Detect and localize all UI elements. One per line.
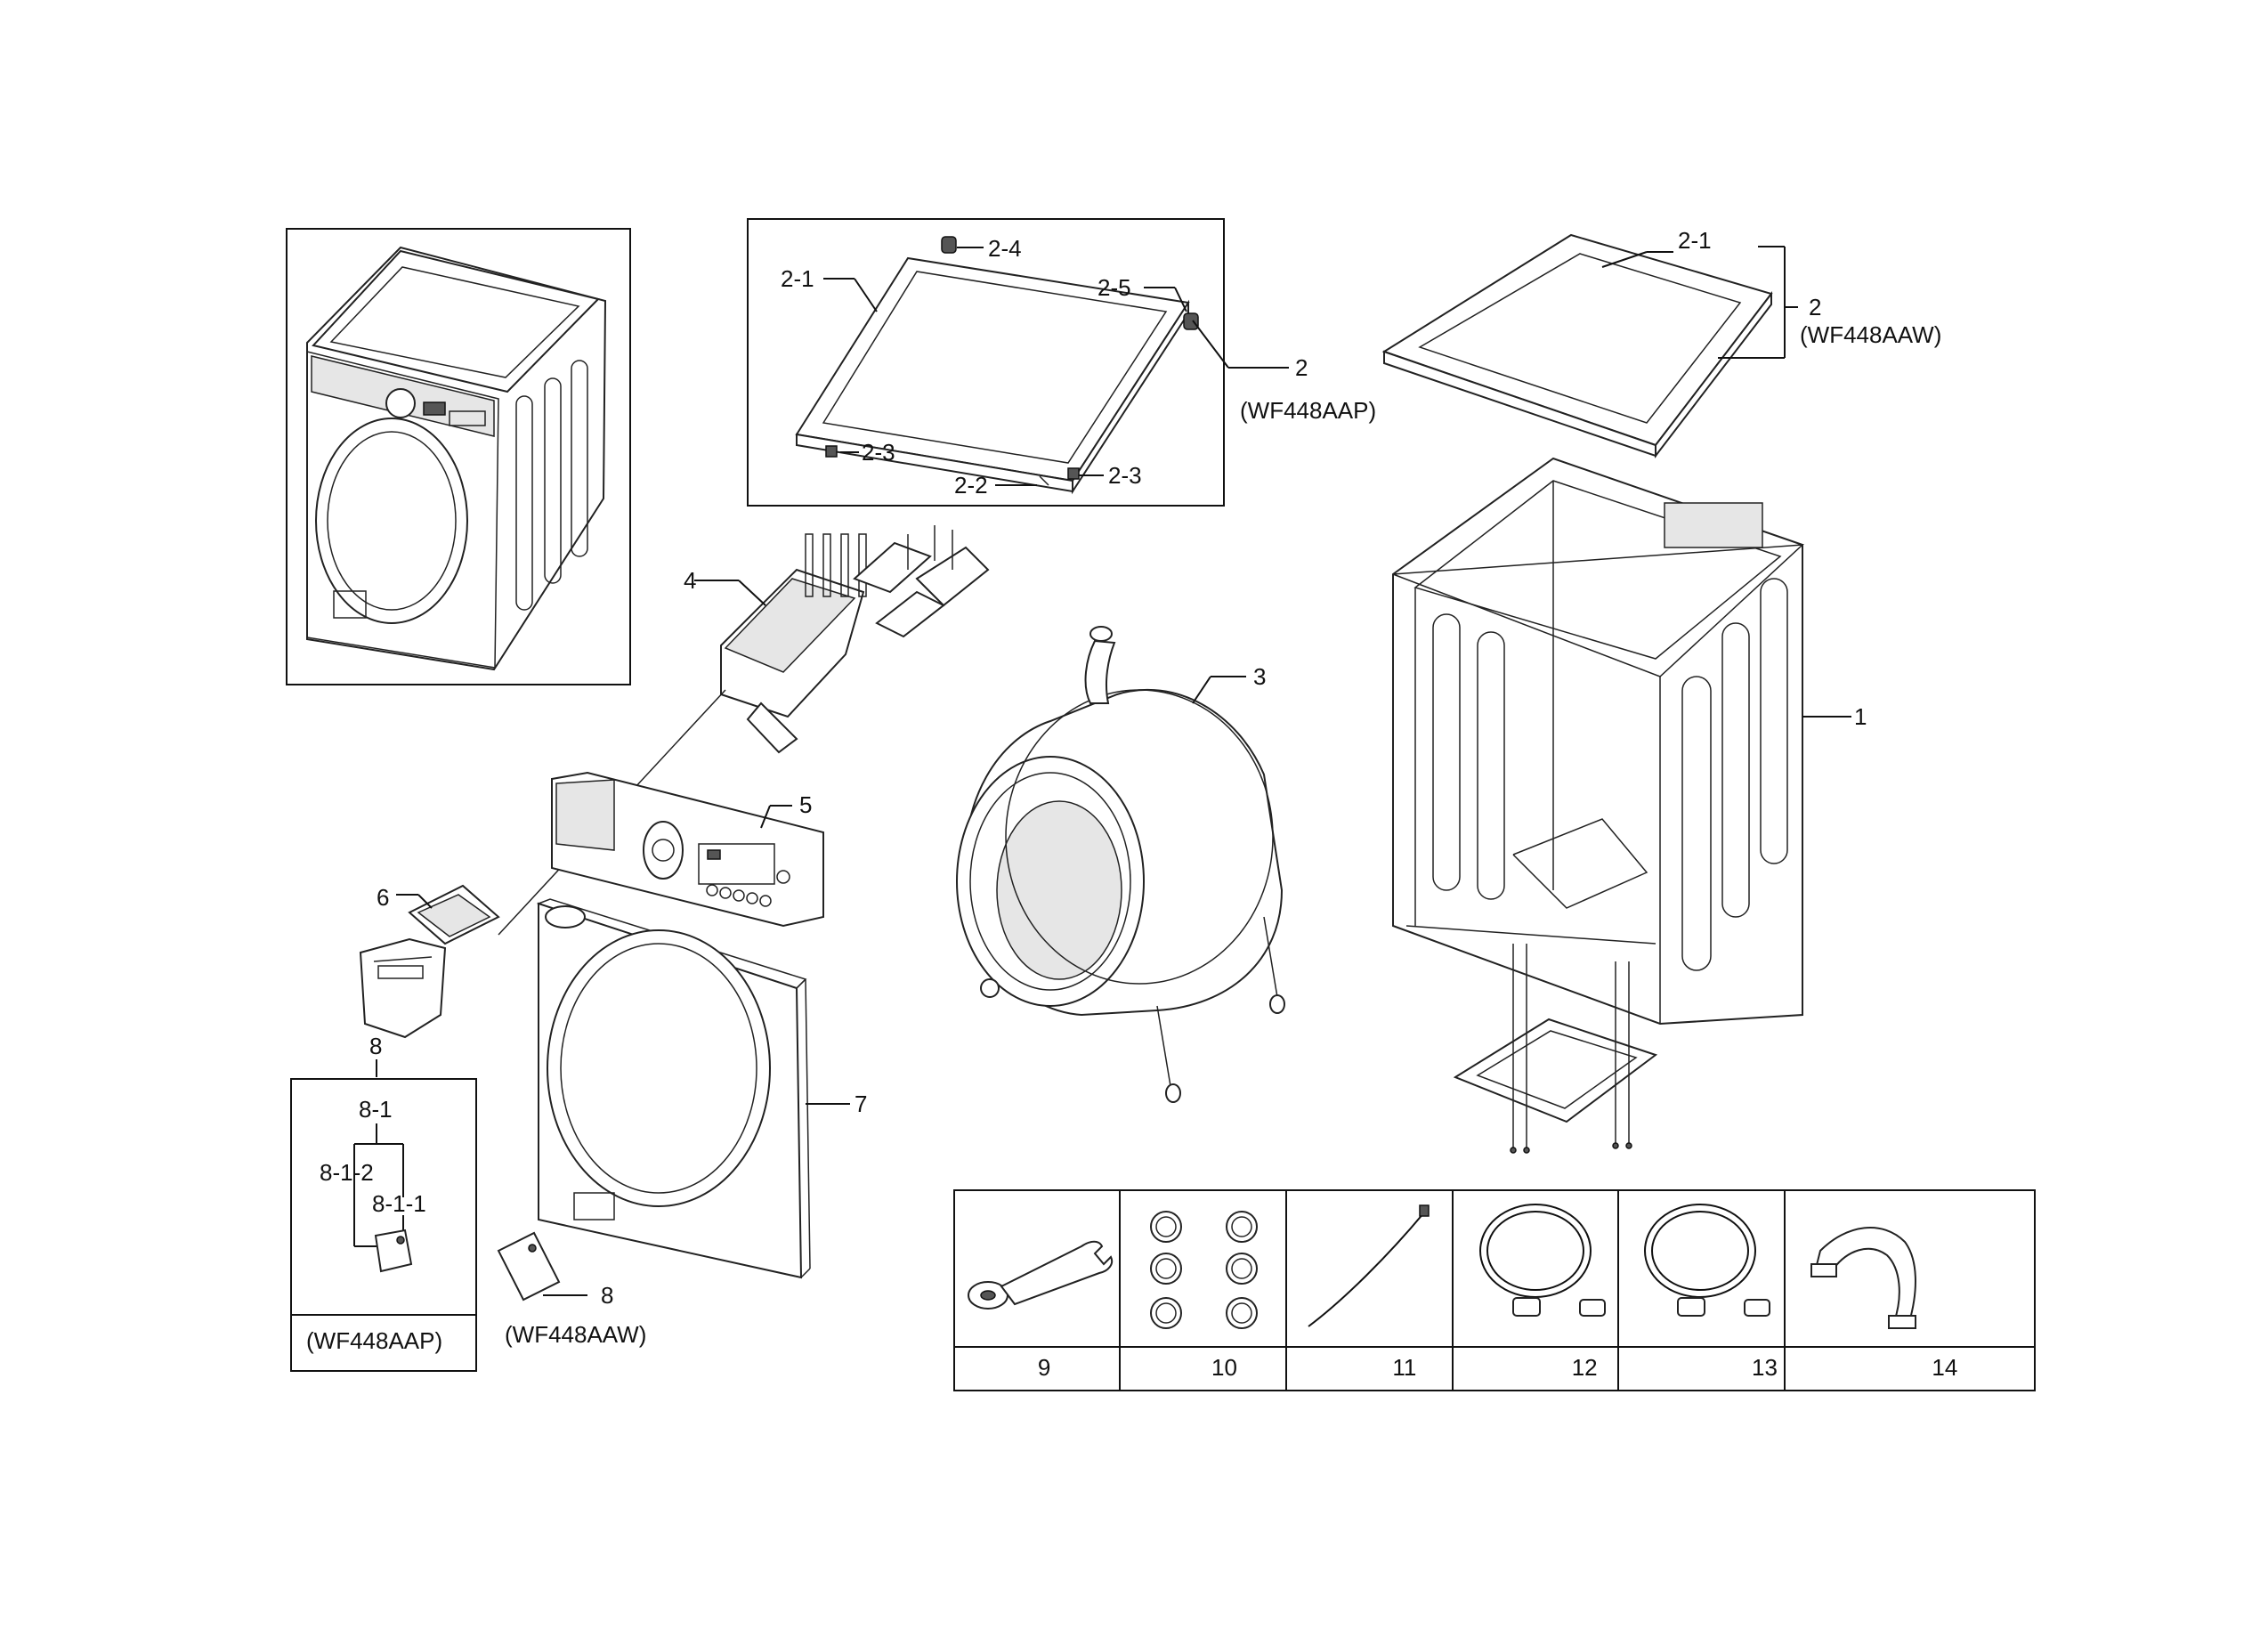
screw-2-3b [1067, 467, 1080, 480]
label-model-aaw-top: (WF448AAW) [1800, 321, 1941, 348]
label-4: 4 [684, 567, 696, 594]
hose-bracket-icon [1810, 1227, 1916, 1329]
label-3: 3 [1253, 663, 1266, 690]
accessory-number-10: 10 [1211, 1354, 1237, 1381]
callout-labels: 2-4 2-1 2-5 2 (WF448AAP) 2-3 2-2 2-3 2-1… [306, 227, 1941, 1354]
label-2-5: 2-5 [1098, 274, 1131, 301]
wrench-icon [968, 1240, 1114, 1310]
door-cover-aaw [497, 1231, 587, 1302]
door-cover-aap-panel [290, 1059, 477, 1372]
tie-icon [1308, 1204, 1430, 1327]
label-8-1-1: 8-1-1 [372, 1190, 426, 1217]
tub-assembly [956, 626, 1285, 1103]
hose-icon-13 [1644, 1204, 1770, 1317]
accessory-numbers: 9 10 11 12 13 14 [1038, 1354, 1957, 1381]
label-8-1-2: 8-1-2 [320, 1159, 374, 1186]
control-panel [551, 771, 824, 928]
accessory-number-11: 11 [1392, 1354, 1416, 1381]
label-2-4: 2-4 [988, 235, 1022, 262]
label-1: 1 [1854, 703, 1867, 730]
hose-icon-12 [1479, 1204, 1606, 1317]
clip-2-4 [941, 236, 957, 254]
label-2-3a: 2-3 [862, 439, 895, 466]
label-model-aap-top: (WF448AAP) [1240, 397, 1376, 424]
label-6: 6 [377, 884, 389, 911]
label-8-left: 8 [369, 1033, 382, 1059]
cabinet-frame [1392, 457, 1851, 1154]
reference-washer-panel [286, 228, 631, 685]
accessory-number-14: 14 [1932, 1354, 1957, 1381]
label-2-1-aaw: 2-1 [1678, 227, 1712, 254]
screw-2-3a [825, 445, 838, 458]
accessory-table [953, 1189, 2036, 1391]
label-8-right: 8 [601, 1282, 613, 1309]
accessory-number-13: 13 [1752, 1354, 1778, 1381]
label-2-aap: 2 [1295, 354, 1308, 381]
label-model-aaw-bottom: (WF448AAW) [505, 1321, 646, 1348]
clip-2-5 [1183, 312, 1199, 330]
accessory-number-12: 12 [1572, 1354, 1598, 1381]
label-model-aap-bottom: (WF448AAP) [306, 1327, 442, 1354]
label-2-1-aap: 2-1 [781, 265, 814, 292]
top-cover-aaw [1381, 233, 1798, 458]
label-2-aaw: 2 [1809, 294, 1821, 320]
label-8-1: 8-1 [359, 1096, 393, 1123]
label-2-2: 2-2 [954, 472, 988, 499]
label-7: 7 [855, 1091, 867, 1117]
caps-icon [1150, 1211, 1258, 1329]
detergent-drawer [359, 884, 500, 1039]
label-5: 5 [799, 791, 812, 818]
front-panel [536, 898, 850, 1279]
label-2-3b: 2-3 [1108, 462, 1142, 489]
top-cover-aap-panel [747, 218, 1289, 507]
accessory-number-9: 9 [1038, 1354, 1050, 1381]
